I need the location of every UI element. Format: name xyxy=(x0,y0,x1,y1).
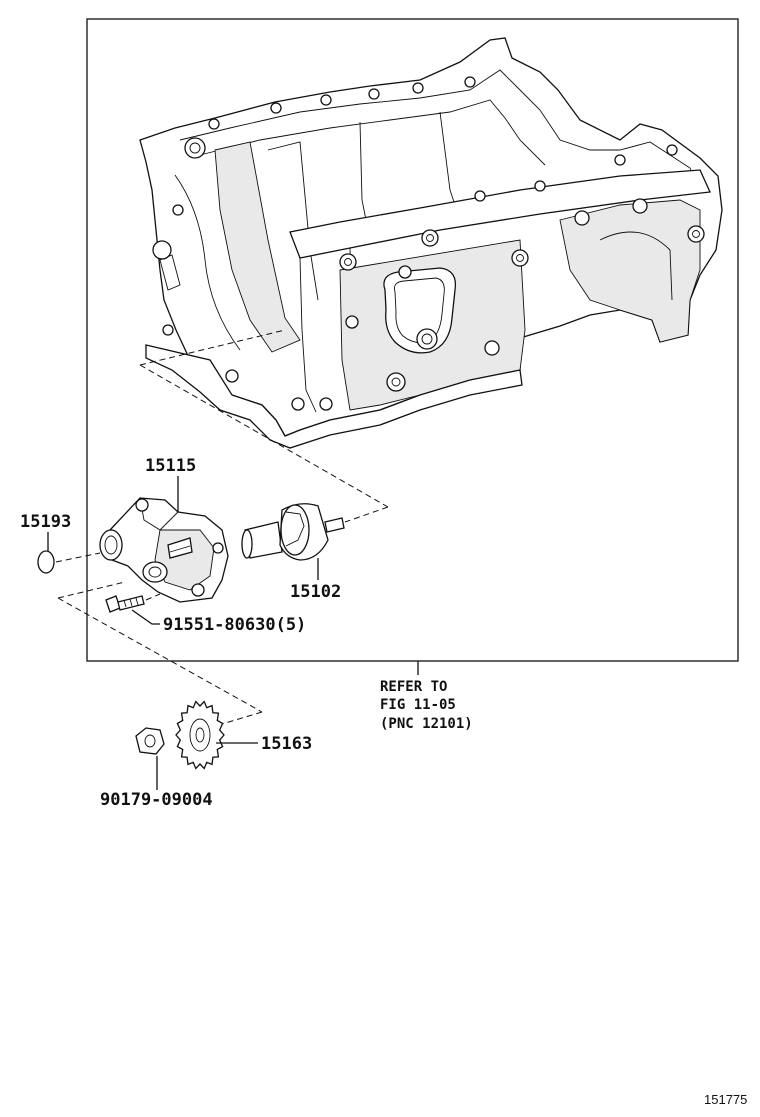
assembly-frame xyxy=(86,18,739,662)
oil-pump-sprocket-drawing xyxy=(175,700,225,770)
alignment-line-block-top xyxy=(139,329,286,366)
figure-code: 151775 xyxy=(704,1092,747,1107)
alignment-line-pump xyxy=(57,581,126,599)
refer-note-line3: (PNC 12101) xyxy=(380,716,473,732)
label-91551-80630: 91551-80630(5) xyxy=(163,615,306,635)
o-ring-drawing xyxy=(37,550,55,574)
crankcase-drawing xyxy=(139,37,723,449)
alignment-line-block-right xyxy=(139,364,389,508)
bolt-drawing xyxy=(105,595,145,613)
label-15193: 15193 xyxy=(20,512,71,532)
label-90179-09004: 90179-09004 xyxy=(100,790,213,810)
label-15163: 15163 xyxy=(261,734,312,754)
leader-91551 xyxy=(131,609,160,625)
oil-pump-body-drawing xyxy=(99,497,229,603)
oil-pump-rotor-drawing xyxy=(241,503,345,561)
alignment-line-sprocket xyxy=(57,597,263,713)
refer-note-line2: FIG 11-05 xyxy=(380,697,456,713)
alignment-line-sprocket-end xyxy=(221,711,263,725)
refer-note-line1: REFER TO xyxy=(380,679,447,695)
label-15102: 15102 xyxy=(290,582,341,602)
nut-drawing xyxy=(135,727,165,755)
bolt-dash xyxy=(145,593,161,601)
label-15115: 15115 xyxy=(145,456,196,476)
alignment-line-rotor xyxy=(344,506,389,523)
o-ring-dash xyxy=(55,552,101,563)
